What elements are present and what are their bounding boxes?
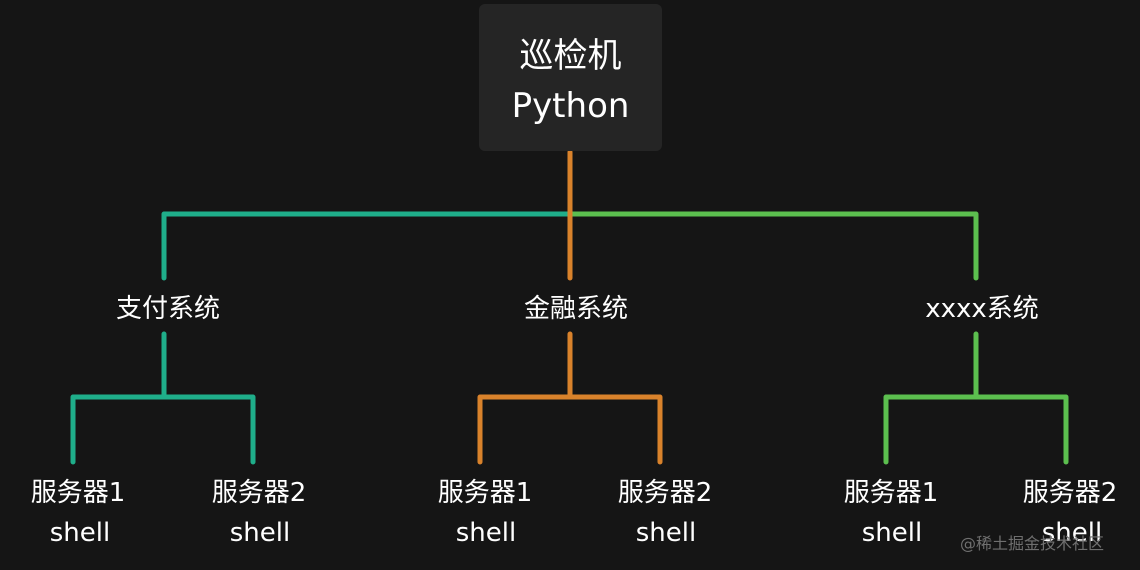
root-node: 巡检机 Python xyxy=(479,4,662,151)
connector-payment-to-servers xyxy=(70,331,256,465)
server-name: 服务器2 xyxy=(211,478,307,508)
connector-finance-to-servers xyxy=(477,331,663,465)
watermark: @稀土掘金技术社区 xyxy=(960,534,1105,553)
system-label-finance: 金融系统 xyxy=(523,294,629,324)
server-name: 服务器2 xyxy=(1022,478,1118,508)
root-subtitle: Python xyxy=(511,86,630,126)
server-shell: shell xyxy=(455,518,517,548)
server-shell: shell xyxy=(229,518,291,548)
server-shell: shell xyxy=(861,518,923,548)
server-shell: shell xyxy=(1041,518,1103,548)
server-shell: shell xyxy=(49,518,111,548)
server-name: 服务器1 xyxy=(437,478,533,508)
root-title: 巡检机 xyxy=(519,36,622,76)
server-shell: shell xyxy=(635,518,697,548)
server-name: 服务器2 xyxy=(617,478,713,508)
system-label-payment: 支付系统 xyxy=(115,294,221,324)
server-name: 服务器1 xyxy=(30,478,126,508)
system-label-xxxx: xxxx系统 xyxy=(925,294,1039,324)
connector-root-to-system-payment xyxy=(161,211,573,281)
server-name: 服务器1 xyxy=(843,478,939,508)
connector-root-to-system-xxxx xyxy=(567,211,979,281)
connector-xxxx-to-servers xyxy=(883,331,1069,465)
